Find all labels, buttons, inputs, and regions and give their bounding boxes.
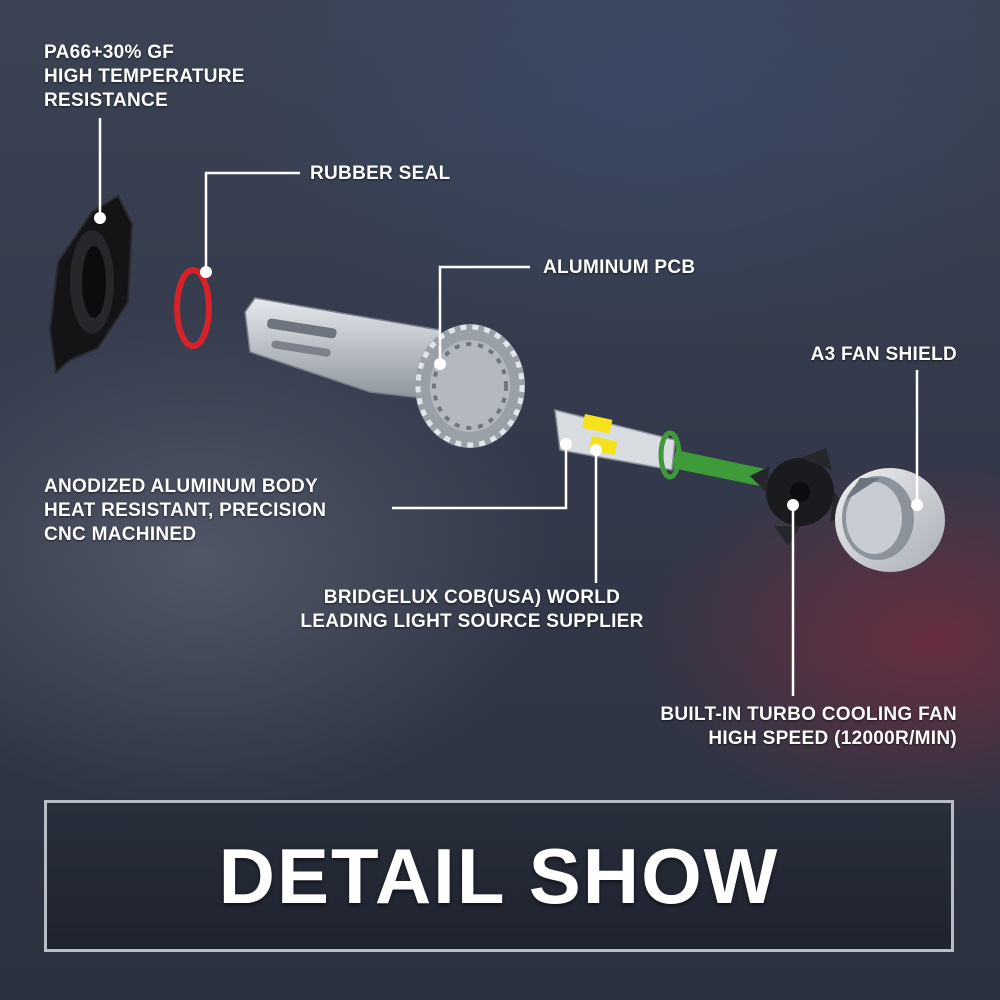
- label-housing: PA66+30% GF HIGH TEMPERATURE RESISTANCE: [44, 42, 245, 111]
- led-board-part: [554, 409, 770, 486]
- fan-shield-part: [835, 468, 945, 572]
- label-turbo-fan: BUILT-IN TURBO COOLING FAN HIGH SPEED (1…: [660, 704, 957, 749]
- label-aluminum-pcb: ALUMINUM PCB: [543, 257, 696, 278]
- label-aluminum-body: ANODIZED ALUMINUM BODY HEAT RESISTANT, P…: [44, 476, 327, 545]
- housing-part: [48, 194, 134, 374]
- detail-banner: DETAIL SHOW: [44, 800, 954, 952]
- callout-dots: [94, 212, 923, 511]
- turbo-fan-part: [750, 448, 850, 546]
- label-fan-shield: A3 FAN SHIELD: [810, 344, 957, 365]
- rubber-seal-part: [174, 267, 212, 349]
- banner-title: DETAIL SHOW: [218, 831, 780, 920]
- heatsink-fins: [415, 324, 525, 448]
- label-cob: BRIDGELUX COB(USA) WORLD LEADING LIGHT S…: [300, 587, 644, 632]
- label-rubber-seal: RUBBER SEAL: [310, 163, 451, 184]
- callout-lines: [98, 118, 919, 696]
